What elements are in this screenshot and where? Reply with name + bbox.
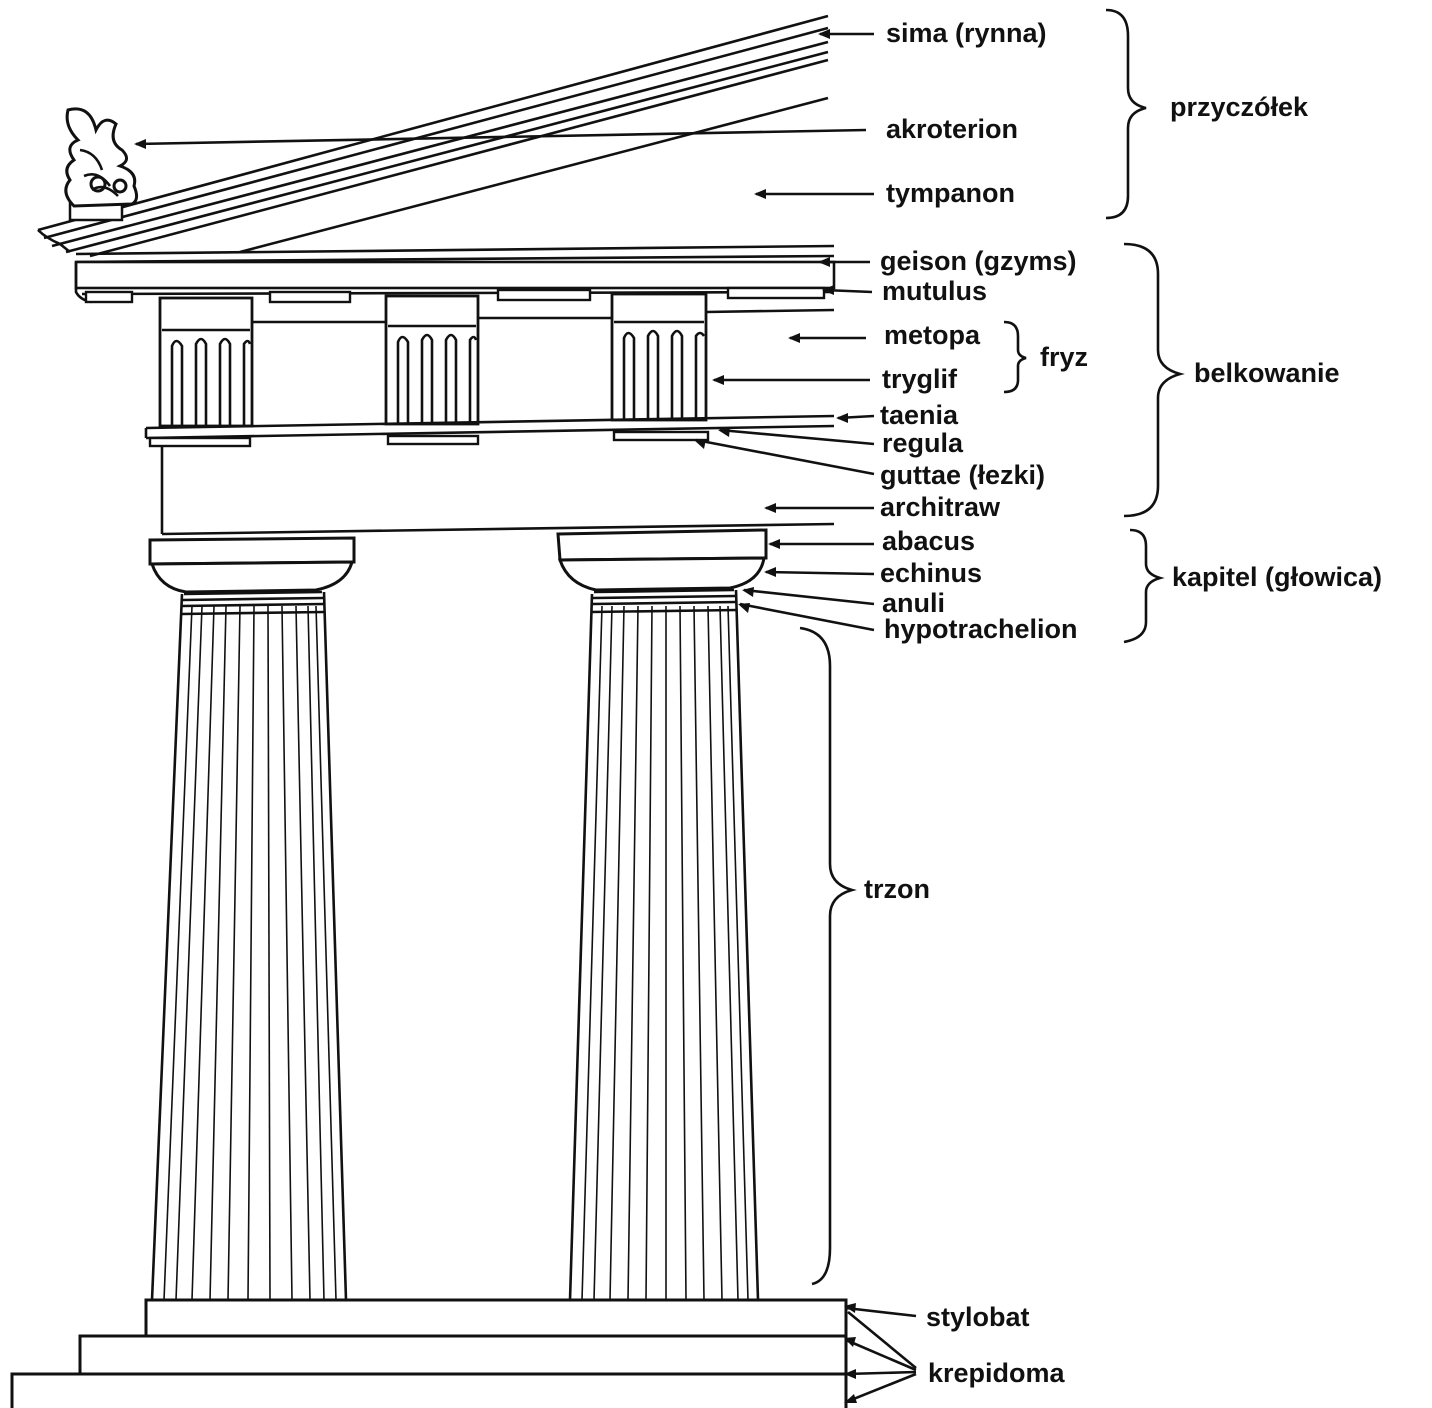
label-guttae: guttae (łezki)	[880, 460, 1045, 490]
triglyph	[158, 296, 254, 428]
stylobate-krepidoma	[10, 1298, 848, 1408]
label-mutulus: mutulus	[882, 276, 987, 306]
triglyph	[384, 294, 480, 426]
frieze	[158, 292, 835, 428]
brace-trzon	[799, 626, 857, 1286]
braces	[799, 8, 1185, 1286]
labels: sima (rynna) akroterion tympanon przyczó…	[864, 18, 1382, 1388]
brace-fryz	[1003, 320, 1027, 394]
column-left	[148, 536, 356, 1301]
label-taenia: taenia	[880, 400, 959, 430]
label-architraw: architraw	[880, 492, 1001, 522]
akroterion-ornament	[64, 107, 139, 222]
label-geison: geison (gzyms)	[880, 246, 1077, 276]
label-tympanon: tympanon	[886, 178, 1015, 208]
label-abacus: abacus	[882, 526, 975, 556]
label-stylobat: stylobat	[926, 1302, 1030, 1332]
brace-kapitel	[1123, 528, 1165, 644]
label-belkowanie: belkowanie	[1194, 358, 1340, 388]
brace-belkowanie	[1123, 242, 1185, 518]
label-echinus: echinus	[880, 558, 982, 588]
label-akroterion: akroterion	[886, 114, 1018, 144]
label-anuli: anuli	[882, 588, 945, 618]
triglyph	[610, 292, 708, 422]
label-trzon: trzon	[864, 874, 930, 904]
label-hypotrachelion: hypotrachelion	[884, 614, 1078, 644]
geison	[74, 244, 836, 304]
leader-lines	[134, 29, 917, 1404]
label-przyczolek: przyczółek	[1170, 92, 1309, 122]
architrave	[160, 446, 835, 536]
label-krepidoma: krepidoma	[928, 1358, 1066, 1388]
label-regula: regula	[882, 428, 964, 458]
label-metopa: metopa	[884, 320, 981, 350]
label-tryglif: tryglif	[882, 364, 958, 394]
label-fryz: fryz	[1040, 342, 1088, 372]
label-sima: sima (rynna)	[886, 18, 1047, 48]
taenia	[144, 414, 835, 448]
column-right	[556, 528, 768, 1301]
pediment	[37, 14, 829, 258]
label-kapitel: kapitel (głowica)	[1172, 562, 1382, 592]
brace-przyczolek	[1105, 8, 1147, 220]
